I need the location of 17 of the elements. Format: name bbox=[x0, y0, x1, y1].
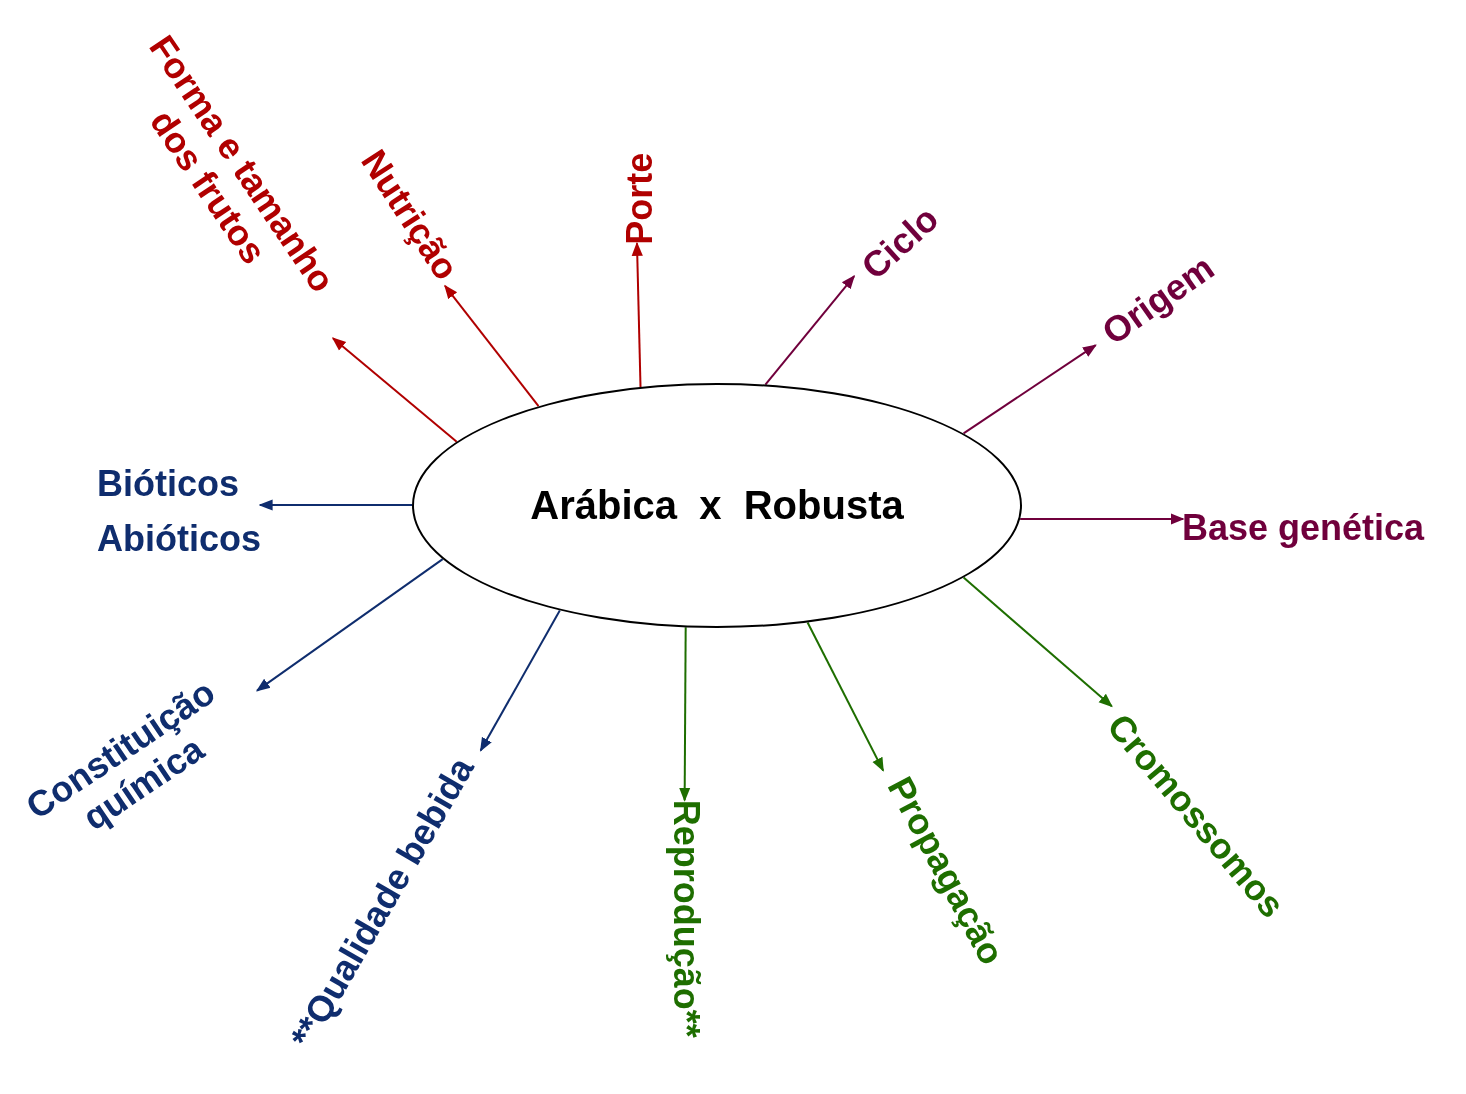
arrow bbox=[764, 274, 856, 386]
arrow bbox=[331, 337, 458, 443]
arrow bbox=[806, 621, 885, 772]
arrow bbox=[962, 576, 1113, 708]
arrow bbox=[679, 626, 691, 802]
arrow bbox=[444, 284, 540, 408]
central-title: Arábica x Robusta bbox=[530, 483, 904, 528]
arrow bbox=[258, 499, 413, 511]
arrow bbox=[479, 609, 561, 752]
topic-label: Bióticos bbox=[97, 463, 240, 505]
arrow bbox=[962, 344, 1097, 435]
topic-label: Porte bbox=[619, 152, 661, 245]
arrow bbox=[1019, 513, 1185, 525]
topic-label: Base genética bbox=[1182, 506, 1425, 548]
arrow bbox=[255, 558, 444, 692]
topic-label: Abióticos bbox=[97, 518, 261, 560]
topic-label: Reprodução** bbox=[665, 799, 707, 1038]
